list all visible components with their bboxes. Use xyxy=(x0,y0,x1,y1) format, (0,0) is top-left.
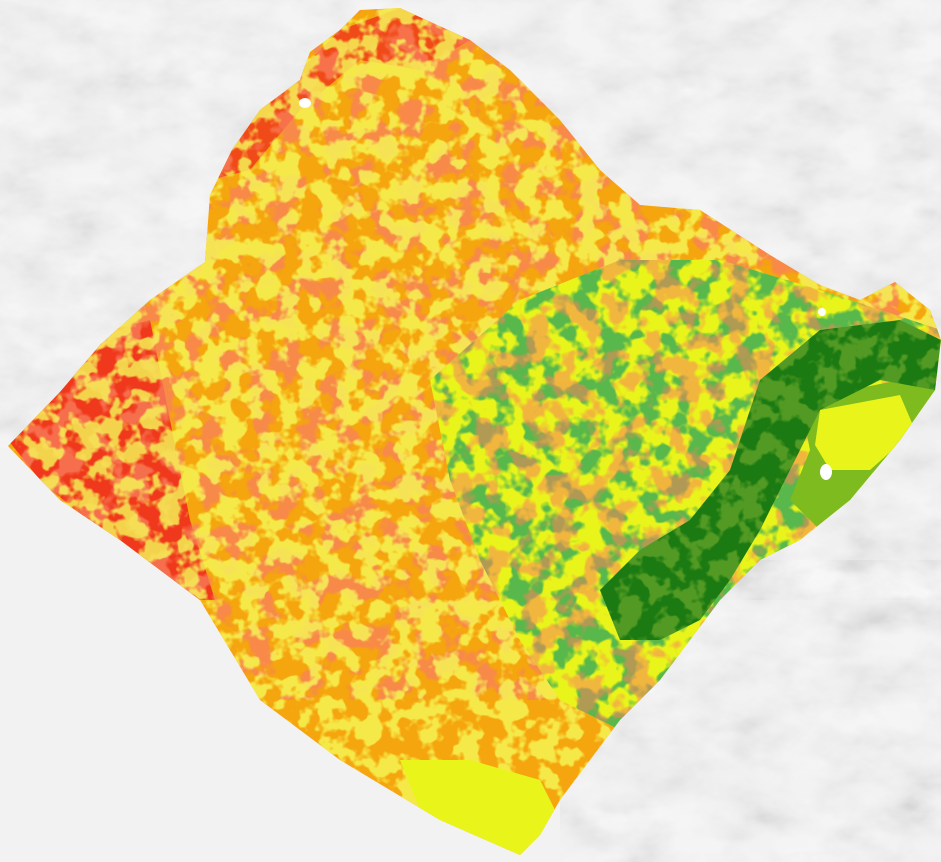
nodata-area xyxy=(0,446,520,862)
water-body xyxy=(820,464,832,480)
class-yellow-south xyxy=(400,760,560,855)
class-yellow-east xyxy=(815,395,915,470)
water-body xyxy=(299,98,311,108)
water-body xyxy=(818,308,826,316)
